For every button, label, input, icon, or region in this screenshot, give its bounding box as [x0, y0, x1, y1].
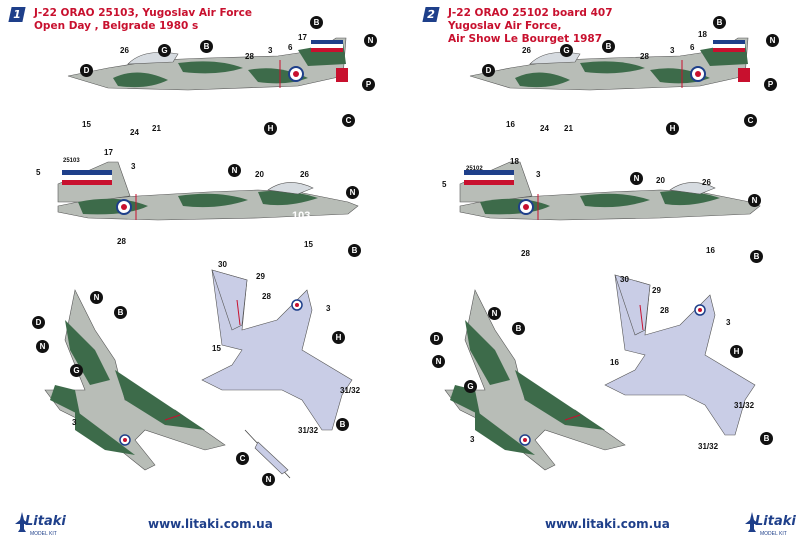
scheme-1-title: 1 J-22 ORAO 25103, Yugoslav Air Force Op…: [8, 7, 252, 33]
callout-C: C: [236, 452, 249, 465]
left-plan-bottom: [201, 269, 353, 431]
callout-N: N: [262, 473, 275, 486]
callout-B: B: [602, 40, 615, 53]
right-side-view-bottom: [459, 161, 761, 221]
callout-N: N: [766, 34, 779, 47]
callout-N: N: [630, 172, 643, 185]
callout-N: N: [364, 34, 377, 47]
website-link-right[interactable]: www.litaki.com.ua: [545, 517, 670, 531]
callout-N: N: [36, 340, 49, 353]
left-board-number-bottom: 103: [292, 210, 311, 222]
callout-H: H: [264, 122, 277, 135]
right-board-number-bottom: 407: [695, 218, 714, 230]
left-pylon-detail: [244, 429, 291, 479]
callout-B: B: [348, 244, 361, 257]
callout-N: N: [346, 186, 359, 199]
callout-N: N: [432, 355, 445, 368]
callout-N: N: [90, 291, 103, 304]
left-plan-top: [44, 289, 226, 471]
scheme-2-title: 2 J-22 ORAO 25102 board 407 Yugoslav Air…: [422, 7, 613, 46]
jet-logo-icon: [15, 512, 29, 532]
right-serial: 25102: [466, 166, 483, 172]
callout-G: G: [70, 364, 83, 377]
callout-G: G: [560, 44, 573, 57]
website-link-left[interactable]: www.litaki.com.ua: [148, 517, 273, 531]
callout-B: B: [713, 16, 726, 29]
left-side-view-bottom: [57, 161, 359, 221]
callout-B: B: [114, 306, 127, 319]
callout-H: H: [730, 345, 743, 358]
callout-G: G: [464, 380, 477, 393]
callout-B: B: [336, 418, 349, 431]
callout-N: N: [228, 164, 241, 177]
callout-H: H: [666, 122, 679, 135]
right-board-number-top: 407: [500, 94, 519, 106]
callout-B: B: [200, 40, 213, 53]
left-serial: 25103: [63, 158, 80, 164]
callout-B: B: [750, 250, 763, 263]
jet-logo-icon: [745, 512, 759, 532]
callout-D: D: [482, 64, 495, 77]
callout-B: B: [512, 322, 525, 335]
callout-D: D: [80, 64, 93, 77]
callout-P: P: [362, 78, 375, 91]
callout-C: C: [342, 114, 355, 127]
callout-D: D: [32, 316, 45, 329]
callout-C: C: [744, 114, 757, 127]
callout-H: H: [332, 331, 345, 344]
callout-G: G: [158, 44, 171, 57]
left-board-number-top: 103: [100, 94, 119, 106]
callout-B: B: [760, 432, 773, 445]
callout-N: N: [748, 194, 761, 207]
callout-P: P: [764, 78, 777, 91]
callout-B: B: [310, 16, 323, 29]
callout-N: N: [488, 307, 501, 320]
callout-D: D: [430, 332, 443, 345]
